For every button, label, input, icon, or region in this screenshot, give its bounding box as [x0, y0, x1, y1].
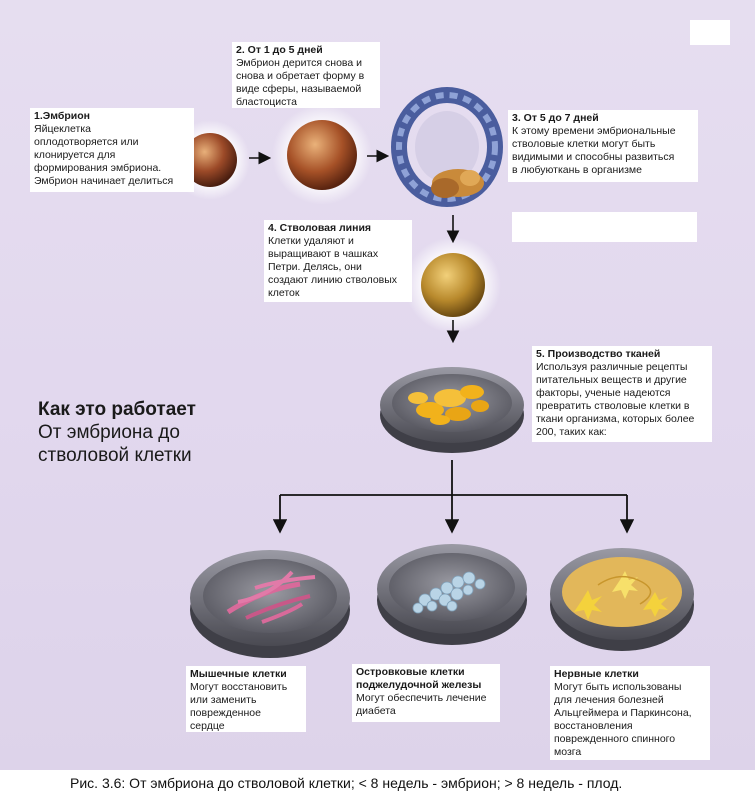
- headline-subtitle: От эмбриона до стволовой клетки: [38, 422, 192, 466]
- figure-caption: Рис. 3.6: От эмбриона до стволовой клетк…: [70, 775, 623, 791]
- step-1-body: Яйцеклетка оплодотворяется или клонирует…: [34, 123, 174, 187]
- blastocyst-ball-icon: [287, 120, 357, 190]
- step-3-title: 3. От 5 до 7 дней: [512, 112, 599, 124]
- petri-dish-islet-icon: [377, 544, 527, 645]
- embryo-icon: [183, 133, 237, 187]
- petri-dish-muscle-icon: [190, 550, 350, 658]
- step-1-text: 1.Эмбрион Яйцеклетка оплодотворяется или…: [30, 108, 194, 192]
- step-2-title: 2. От 1 до 5 дней: [236, 44, 323, 56]
- diagram-art: [170, 87, 694, 658]
- petri-dish-nerve-icon: [550, 548, 694, 651]
- blastocyst-ring-icon: [391, 87, 503, 207]
- branch-connector: [272, 460, 635, 534]
- outcome-islet-body: Могут обеспечить лечение диабета: [356, 692, 487, 717]
- step-4-title: 4. Стволовая линия: [268, 222, 372, 234]
- blank-label-strip: [512, 212, 697, 242]
- outcome-nerve-body: Могут быть использованы для лечения боле…: [554, 681, 692, 758]
- blank-label-strip-top: [690, 20, 730, 45]
- step-2-body: Эмбрион дерится снова и снова и обретает…: [236, 57, 365, 108]
- petri-dish-tissue-icon: [380, 367, 524, 453]
- step-3-body: К этому времени эмбриональные стволовые …: [512, 125, 676, 176]
- step-4-text: 4. Стволовая линия Клетки удаляют и выра…: [264, 220, 412, 302]
- headline-title: Как это работает: [38, 399, 196, 420]
- step-1-title: 1.Эмбрион: [34, 110, 90, 122]
- outcome-muscle-text: Мышечные клетки Могут восстановить или з…: [186, 666, 306, 732]
- step-5-body: Используя различные рецепты питательных …: [536, 361, 695, 438]
- step-5-title: 5. Производство тканей: [536, 348, 661, 360]
- stem-cell-icon: [421, 253, 485, 317]
- outcome-muscle-title: Мышечные клетки: [190, 668, 287, 680]
- step-2-text: 2. От 1 до 5 дней Эмбрион дерится снова …: [232, 42, 380, 108]
- outcome-muscle-body: Могут восстановить или заменить поврежде…: [190, 681, 288, 732]
- outcome-nerve-title: Нервные клетки: [554, 668, 639, 680]
- step-4-body: Клетки удаляют и выращивают в чашках Пет…: [268, 235, 398, 299]
- outcome-islet-title: Островковые клетки поджелудочной железы: [356, 666, 482, 691]
- headline: Как это работает От эмбриона до стволово…: [38, 398, 248, 467]
- outcome-islet-text: Островковые клетки поджелудочной железы …: [352, 664, 500, 722]
- step-5-text: 5. Производство тканей Используя различн…: [532, 346, 712, 442]
- outcome-nerve-text: Нервные клетки Могут быть использованы д…: [550, 666, 710, 760]
- step-3-text: 3. От 5 до 7 дней К этому времени эмбрио…: [508, 110, 698, 182]
